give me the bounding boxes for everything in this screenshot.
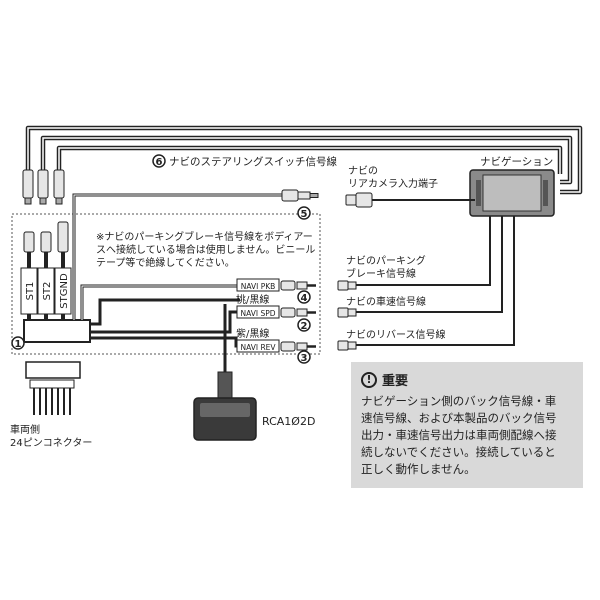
stgnd-label: STGND (59, 273, 70, 309)
rear-camera-label-1: ナビの (348, 165, 378, 177)
navi-plugs (280, 280, 308, 352)
important-note-header: ! 重要 (361, 370, 573, 389)
rear-camera-label-2: リアカメラ入力端子 (348, 177, 438, 190)
svg-text:6: 6 (156, 157, 163, 168)
parking-label-1: ナビのパーキング (346, 254, 426, 267)
number-1-badge: 1 (11, 336, 25, 350)
rca-plug-5 (281, 189, 319, 202)
pink-black-label: 桃/黒線 (236, 293, 269, 306)
rear-camera-plug (345, 192, 373, 208)
vehicle-24pin-connector (25, 361, 81, 389)
speed-label: ナビの車速信号線 (346, 295, 426, 308)
number-5-badge: 5 (297, 206, 311, 220)
steering-label: ナビのステアリングスイッチ信号線 (169, 155, 337, 168)
reverse-label: ナビのリバース信号線 (346, 328, 446, 341)
svg-text:5: 5 (301, 209, 308, 220)
navigation-label: ナビゲーション (480, 156, 553, 168)
vehicle-label-1: 車両側 (10, 423, 40, 436)
navi-signal-lines (355, 199, 515, 346)
device-name-label: RCA1Ø2D (262, 415, 315, 428)
navi-spd-tag (236, 305, 280, 319)
svg-text:1: 1 (15, 339, 22, 350)
navigation-unit (469, 169, 555, 217)
important-note-box: ! 重要 ナビゲーション側のバック信号線・車 速信号線、および本製品のバック信号… (351, 362, 583, 488)
number-4-badge: 4 (297, 290, 311, 304)
number-6-badge: 6 (152, 154, 166, 168)
navi-pkb-tag (236, 278, 280, 292)
st-group-box (11, 213, 321, 355)
important-note-text: ナビゲーション側のバック信号線・車 速信号線、および本製品のバック信号 出力・車… (361, 394, 557, 476)
vehicle-label-2: 24ピンコネクター (10, 437, 92, 449)
navi-rev-tag (236, 339, 280, 353)
navi-pkb-text: NAVI PKB (241, 282, 276, 291)
navi-rev-text: NAVI REV (240, 343, 276, 352)
navi-side-plugs (337, 280, 357, 351)
number-3-badge: 3 (297, 350, 311, 364)
exclamation-icon: ! (361, 371, 377, 388)
number-2-badge: 2 (297, 318, 311, 332)
svg-text:4: 4 (301, 293, 308, 304)
rca102d-device (193, 371, 257, 441)
caution-note: ※ナビのパーキングブレーキ信号線をボディアー スへ接続している場合は使用しません… (96, 232, 316, 269)
st2-label: ST2 (42, 282, 53, 301)
steering-plug-group (22, 169, 65, 205)
important-note-title: 重要 (382, 374, 409, 389)
purple-black-label: 紫/黒線 (236, 327, 269, 340)
st1-label: ST1 (25, 282, 36, 301)
navi-spd-text: NAVI SPD (240, 309, 275, 318)
st-plugs (23, 221, 69, 253)
main-harness-connector (23, 319, 91, 343)
svg-text:3: 3 (301, 353, 308, 364)
vehicle-connector-pins (33, 388, 71, 415)
svg-text:2: 2 (301, 321, 308, 332)
parking-label-2: ブレーキ信号線 (346, 267, 416, 280)
